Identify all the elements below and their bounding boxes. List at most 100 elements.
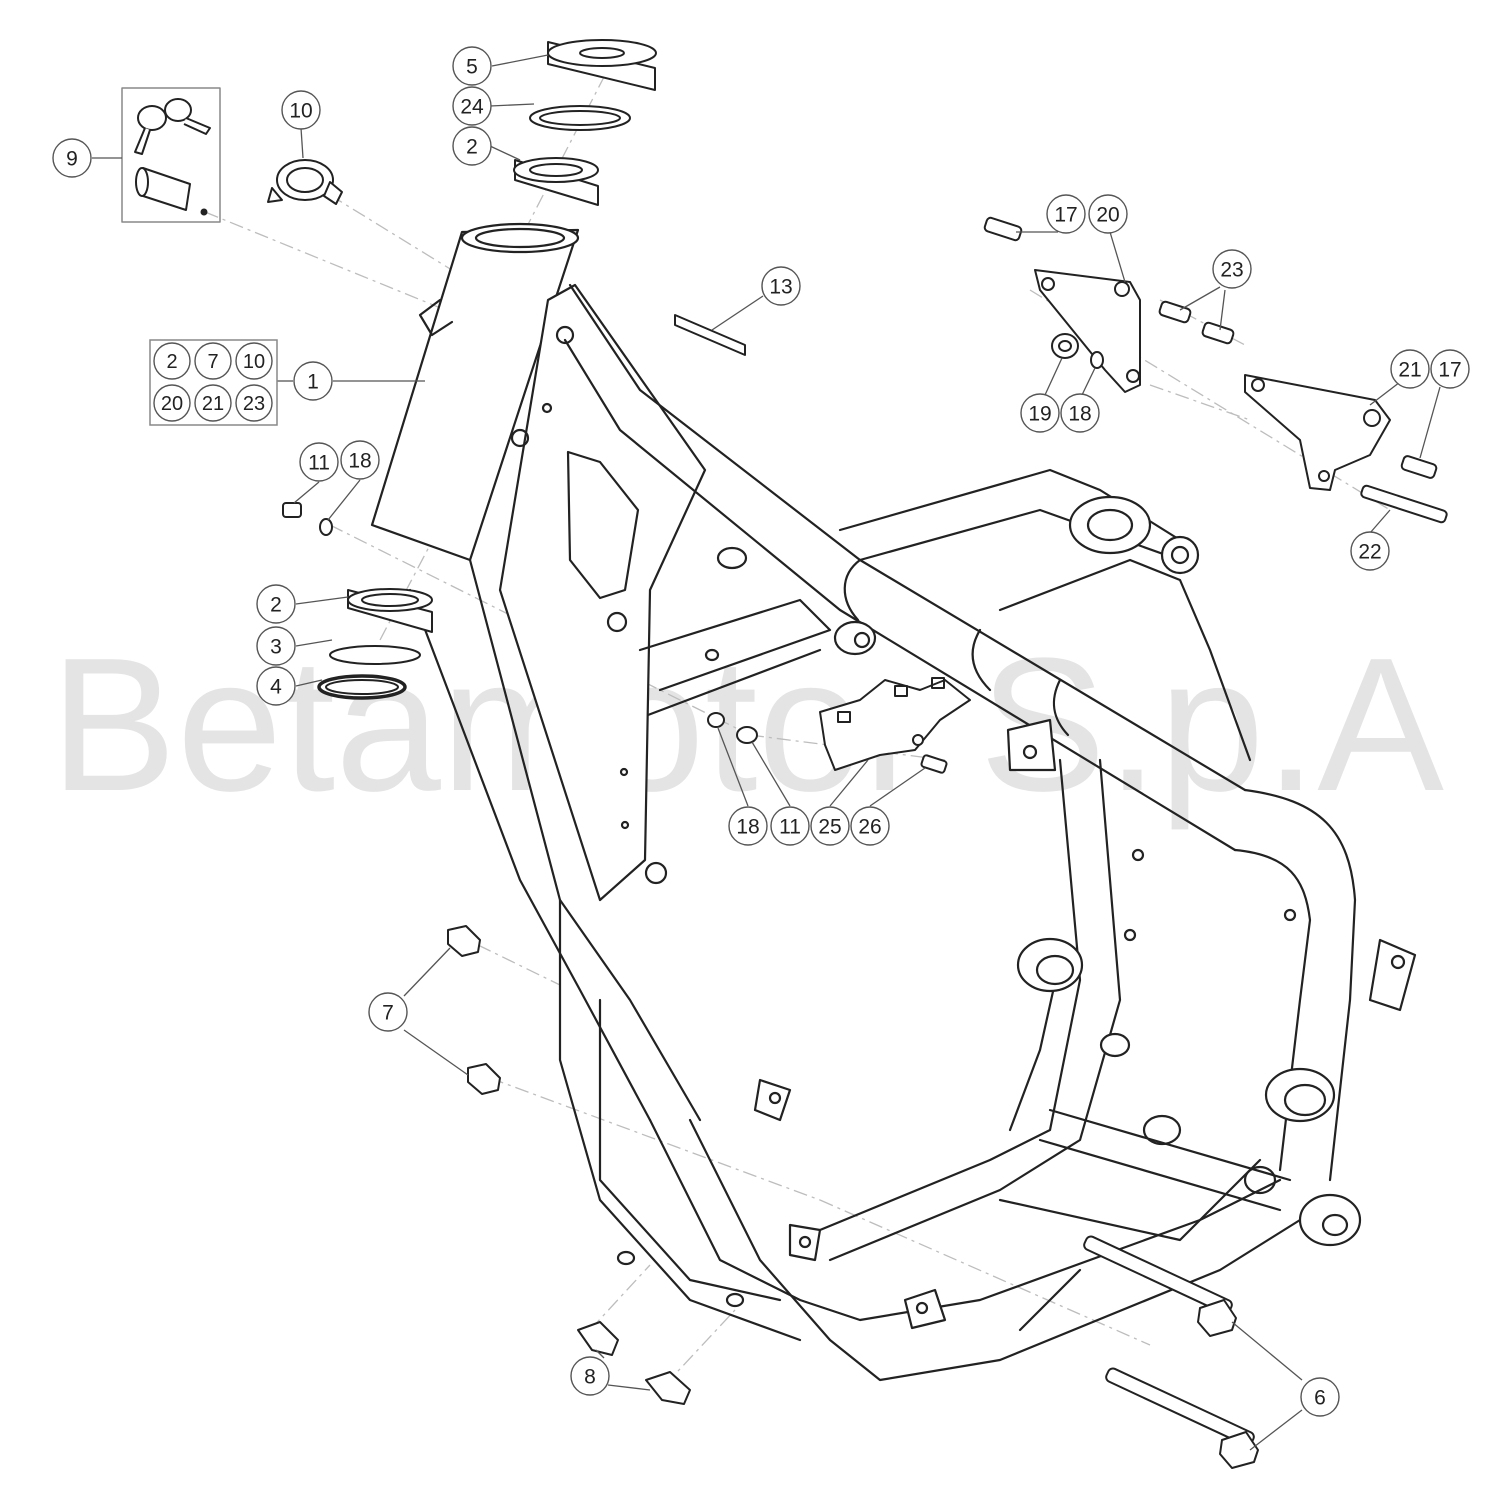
callout-number: 22 <box>1358 541 1381 564</box>
callout-circle <box>761 266 801 306</box>
callout-number: 11 <box>779 816 801 839</box>
nut-7a-part <box>447 925 481 957</box>
callout-number: 20 <box>1096 204 1119 227</box>
bracket-20-part <box>1034 269 1141 393</box>
callout-circle <box>256 584 296 624</box>
callout-circle <box>340 440 380 480</box>
callout-3: 3 <box>256 626 296 666</box>
bolt-6a-part <box>1083 1235 1233 1315</box>
callout-number: 21 <box>1398 359 1421 382</box>
callout-circle <box>256 666 296 706</box>
callout-number: 9 <box>66 148 78 171</box>
callout-circle <box>452 126 492 166</box>
callout-8: 8 <box>570 1356 610 1396</box>
callout-circle <box>293 361 333 401</box>
callout-9: 9 <box>52 138 92 178</box>
callout-number: 8 <box>584 1366 596 1389</box>
kit-item-circle <box>153 342 191 380</box>
callout-number: 2 <box>270 594 282 617</box>
callout-circle <box>52 138 92 178</box>
kit-item-number: 10 <box>243 351 265 373</box>
kit-item-23: 23 <box>235 384 273 422</box>
callout-number: 2 <box>466 136 478 159</box>
callout-number: 7 <box>382 1002 394 1025</box>
bolt-6b-part <box>1105 1367 1255 1447</box>
callout-number: 11 <box>308 452 330 475</box>
callout-circle <box>770 806 810 846</box>
callout-21: 21 <box>1390 349 1430 389</box>
bolt-11-part <box>282 502 302 518</box>
bolt-17a-part <box>983 216 1023 242</box>
callout-circle <box>810 806 850 846</box>
callout-5: 5 <box>452 46 492 86</box>
callout-number: 26 <box>858 816 881 839</box>
kit-item-2: 2 <box>153 342 191 380</box>
callout-number: 17 <box>1054 204 1077 227</box>
callout-6: 6 <box>1300 1377 1340 1417</box>
kit-item-number: 20 <box>161 393 183 415</box>
callout-number: 23 <box>1220 259 1243 282</box>
leader-lines <box>92 54 1441 1451</box>
callout-number: 1 <box>307 371 319 394</box>
callout-circle <box>1046 194 1086 234</box>
callout-2: 2 <box>452 126 492 166</box>
kit-9-frame <box>121 87 221 223</box>
callout-circle <box>1212 249 1252 289</box>
callout-number: 10 <box>289 100 312 123</box>
kit-item-21: 21 <box>194 384 232 422</box>
callout-number: 18 <box>348 450 371 473</box>
callout-circle <box>570 1356 610 1396</box>
ring-3-part <box>329 645 421 665</box>
callout-number: 4 <box>270 676 282 699</box>
kit-item-circle <box>235 342 273 380</box>
callout-number: 5 <box>466 56 478 79</box>
callout-number: 18 <box>736 816 759 839</box>
callout-circle <box>452 86 492 126</box>
callout-number: 19 <box>1028 403 1051 426</box>
kit-item-circle <box>235 384 273 422</box>
callout-4: 4 <box>256 666 296 706</box>
callout-20: 20 <box>1088 194 1128 234</box>
callout-24: 24 <box>452 86 492 126</box>
callout-circle <box>452 46 492 86</box>
callout-circle <box>1350 531 1390 571</box>
callout-circle <box>281 90 321 130</box>
callout-22: 22 <box>1350 531 1390 571</box>
plate-25-part <box>819 679 971 771</box>
washer-18b-part <box>1090 351 1104 369</box>
callout-1: 1 <box>293 361 333 401</box>
callout-number: 13 <box>769 276 792 299</box>
clip-8b-part <box>645 1371 691 1405</box>
callout-11: 11 <box>770 806 810 846</box>
callout-circle <box>368 992 408 1032</box>
callout-circle <box>1430 349 1470 389</box>
callout-number: 25 <box>818 816 841 839</box>
callout-number: 18 <box>1068 403 1091 426</box>
callout-circle <box>728 806 768 846</box>
clip-8a-part <box>577 1321 619 1356</box>
callout-26: 26 <box>850 806 890 846</box>
callout-25: 25 <box>810 806 850 846</box>
bolt-22-part <box>1360 484 1448 524</box>
callout-number: 24 <box>460 96 484 119</box>
kit-item-circle <box>153 384 191 422</box>
callout-23: 23 <box>1212 249 1252 289</box>
callout-circle <box>256 626 296 666</box>
callout-circle <box>850 806 890 846</box>
callout-number: 3 <box>270 636 282 659</box>
kit-item-number: 21 <box>202 393 224 415</box>
callout-18: 18 <box>1060 393 1100 433</box>
kit-item-number: 23 <box>243 393 265 415</box>
parts-drawings <box>121 39 1448 1469</box>
kit-item-circle <box>194 384 232 422</box>
bolt-17b-part <box>1400 455 1438 479</box>
kit-item-number: 2 <box>166 351 177 373</box>
callout-circle <box>1060 393 1100 433</box>
callout-2: 2 <box>256 584 296 624</box>
frame-drawing <box>370 222 1417 1382</box>
kit-item-circle <box>194 342 232 380</box>
bracket-21-part <box>1244 374 1391 491</box>
callout-17: 17 <box>1046 194 1086 234</box>
callout-19: 19 <box>1020 393 1060 433</box>
